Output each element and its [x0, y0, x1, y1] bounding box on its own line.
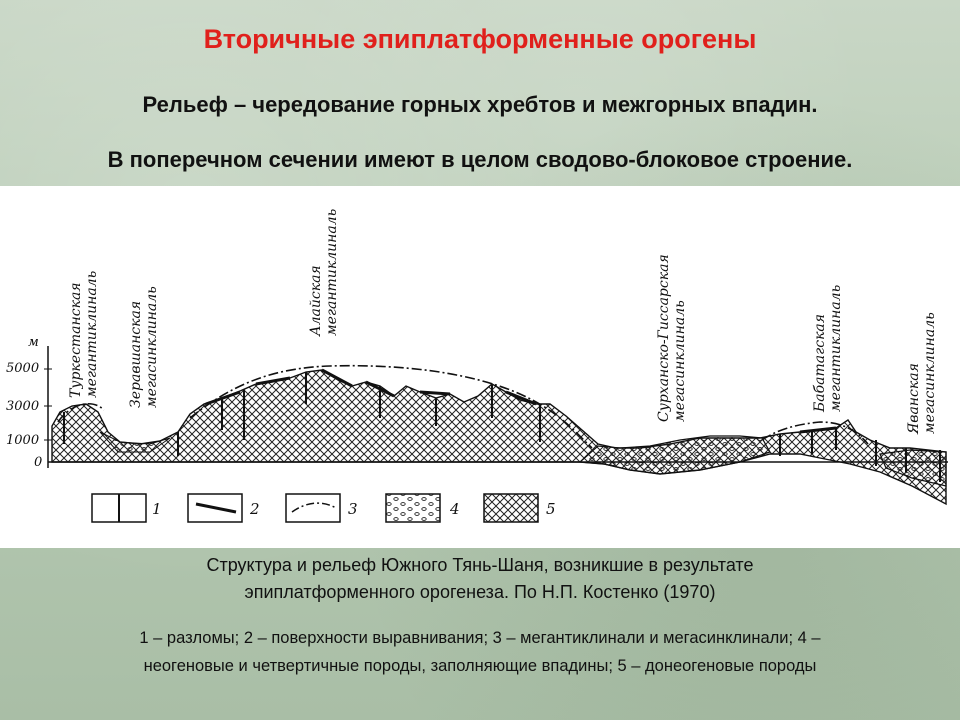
slide-title: Вторичные эпиплатформенные орогены: [0, 24, 960, 55]
label-yavan: Яванская мегасинклиналь: [906, 312, 938, 435]
svg-text:Туркестанская: Туркестанская: [68, 282, 84, 398]
svg-text:мегантиклиналь: мегантиклиналь: [828, 285, 844, 412]
axis-tick-5000: 5000: [6, 361, 39, 376]
svg-text:Яванская: Яванская: [906, 363, 922, 435]
legend-item-pre-neogene: 5: [484, 494, 556, 522]
figure-caption: Структура и рельеф Южного Тянь-Шаня, воз…: [0, 552, 960, 606]
axis-tick-1000: 1000: [6, 433, 39, 448]
legend-item-leveling: 2: [188, 494, 260, 522]
label-babatag: Бабатагская мегантиклиналь: [812, 285, 844, 413]
svg-text:4: 4: [449, 500, 460, 518]
label-surkhan-gissar: Сурханско-Гиссарская мегасинклиналь: [656, 254, 688, 422]
svg-text:мегасинклиналь: мегасинклиналь: [144, 286, 160, 408]
axis-unit: м: [28, 335, 39, 350]
axis-tick-0: 0: [34, 455, 42, 470]
legend-item-faults: 1: [92, 494, 162, 522]
caption-line-2: эпиплатформенного орогенеза. По Н.П. Кос…: [0, 579, 960, 606]
elevation-axis: м 5000 3000 1000 0: [6, 335, 52, 470]
svg-text:Бабатагская: Бабатагская: [812, 314, 828, 413]
label-alai: Алайская мегантиклиналь: [308, 209, 340, 337]
caption-line-1: Структура и рельеф Южного Тянь-Шаня, воз…: [0, 552, 960, 579]
svg-text:мегантиклиналь: мегантиклиналь: [324, 209, 340, 336]
svg-text:Сурханско-Гиссарская: Сурханско-Гиссарская: [656, 254, 672, 422]
neogene-quaternary-fill: [580, 436, 770, 474]
legend-explanation: 1 – разломы; 2 – поверхности выравнивани…: [0, 624, 960, 680]
subtitle-structure: В поперечном сечении имеют в целом сводо…: [0, 147, 960, 173]
svg-text:мегасинклиналь: мегасинклиналь: [922, 312, 938, 434]
svg-text:2: 2: [249, 500, 260, 518]
legend: 1 2 3 4 5: [92, 494, 556, 522]
svg-text:мегантиклиналь: мегантиклиналь: [84, 271, 100, 398]
cross-section-figure: м 5000 3000 1000 0: [0, 186, 960, 548]
svg-text:5: 5: [546, 500, 556, 518]
legend-item-neogene: 4: [386, 494, 460, 522]
label-zeravshan: Зеравшанская мегасинклиналь: [128, 286, 160, 408]
svg-text:1: 1: [152, 500, 162, 518]
cross-section-svg: м 5000 3000 1000 0: [0, 186, 960, 548]
legend-line-2: неогеновые и четвертичные породы, заполн…: [0, 652, 960, 680]
axis-tick-3000: 3000: [6, 399, 39, 414]
subtitle-relief: Рельеф – чередование горных хребтов и ме…: [0, 92, 960, 118]
label-turkestan: Туркестанская мегантиклиналь: [68, 271, 100, 398]
legend-item-megastructures: 3: [286, 494, 358, 522]
svg-text:мегасинклиналь: мегасинклиналь: [672, 300, 688, 422]
svg-text:3: 3: [348, 500, 358, 518]
legend-line-1: 1 – разломы; 2 – поверхности выравнивани…: [0, 624, 960, 652]
svg-text:Зеравшанская: Зеравшанская: [128, 301, 144, 408]
svg-text:Алайская: Алайская: [308, 265, 324, 337]
